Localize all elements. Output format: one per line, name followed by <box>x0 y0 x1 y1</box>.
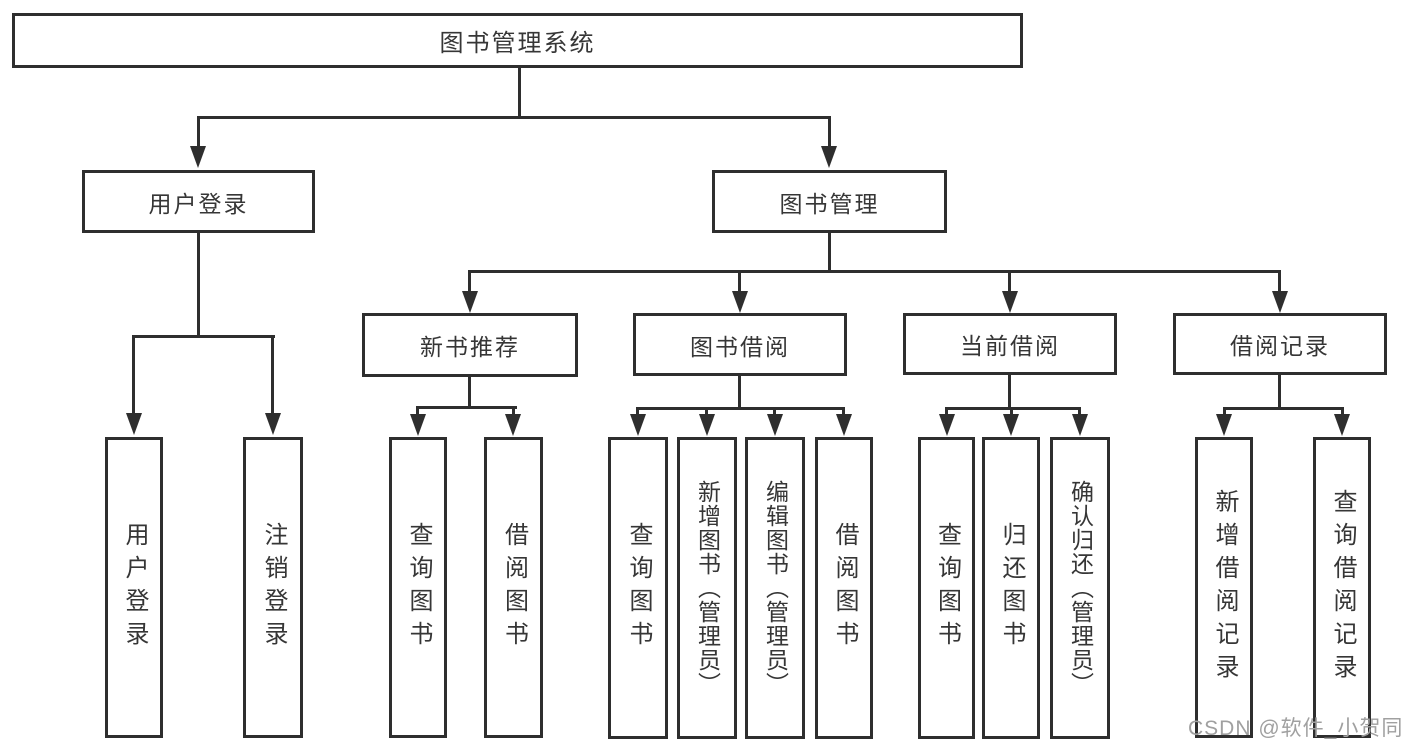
watermark: CSDN @软件_小贺同学 <box>1188 717 1404 740</box>
arrow-down-icon <box>190 146 206 168</box>
arrow-down-icon <box>630 414 646 436</box>
arrow-down-icon <box>939 414 955 436</box>
leaf-query-books-2: 查询图书 <box>608 437 668 739</box>
connector-line <box>468 270 471 293</box>
leaf-query-books-1: 查询图书 <box>389 437 447 738</box>
node-label: 查询图书 <box>625 522 652 654</box>
node-label: 借阅记录 <box>1230 333 1330 359</box>
node-book-management: 图书管理 <box>712 170 947 233</box>
connector-line <box>738 270 741 293</box>
node-current-borrow: 当前借阅 <box>903 313 1117 375</box>
connector-line <box>416 406 517 409</box>
arrow-down-icon <box>821 146 837 168</box>
connector-line <box>1008 270 1011 293</box>
arrow-down-icon <box>836 414 852 436</box>
arrow-down-icon <box>699 414 715 436</box>
arrow-down-icon <box>767 414 783 436</box>
connector-line <box>773 407 776 415</box>
node-label: 用户登录 <box>121 521 148 654</box>
leaf-edit-books-admin: 编辑图书（管理员） <box>745 437 805 739</box>
leaf-borrow-books-2: 借阅图书 <box>815 437 873 739</box>
node-label: 新书推荐 <box>420 334 520 360</box>
node-label: 图书管理系统 <box>439 30 596 57</box>
node-label: 确认归还（管理员） <box>1067 480 1094 696</box>
connector-line <box>1008 375 1011 410</box>
node-label: 借阅图书 <box>831 522 858 654</box>
connector-line <box>738 376 741 410</box>
connector-line <box>1278 270 1281 293</box>
node-label: 查询图书 <box>405 521 432 654</box>
connector-line <box>842 407 845 415</box>
arrow-down-icon <box>126 413 142 435</box>
connector-line <box>945 407 948 415</box>
arrow-down-icon <box>1216 414 1232 436</box>
connector-line <box>636 407 639 415</box>
arrow-down-icon <box>265 413 281 435</box>
arrow-down-icon <box>1272 291 1288 313</box>
node-label: 新增图书（管理员） <box>694 480 721 696</box>
connector-line <box>468 270 1281 273</box>
arrow-down-icon <box>1072 414 1088 436</box>
connector-line <box>1078 407 1081 415</box>
node-label: 当前借阅 <box>960 333 1060 359</box>
node-label: 借阅图书 <box>500 521 528 654</box>
node-borrow-records: 借阅记录 <box>1173 313 1387 375</box>
leaf-user-login: 用户登录 <box>105 437 163 738</box>
arrow-down-icon <box>462 291 478 313</box>
node-label: 用户登录 <box>148 190 249 217</box>
leaf-add-books-admin: 新增图书（管理员） <box>677 437 737 739</box>
connector-line <box>197 116 200 148</box>
node-book-borrow: 图书借阅 <box>633 313 847 376</box>
node-label: 图书管理 <box>779 190 880 217</box>
connector-line <box>945 407 1081 410</box>
node-label: 新增借阅记录 <box>1211 488 1238 687</box>
arrow-down-icon <box>1334 414 1350 436</box>
node-label: 查询图书 <box>933 522 961 654</box>
node-label: 查询借阅记录 <box>1329 488 1356 687</box>
leaf-query-borrow-record: 查询借阅记录 <box>1313 437 1371 738</box>
connector-line <box>197 233 200 337</box>
connector-line <box>271 335 274 413</box>
connector-line <box>132 335 135 413</box>
connector-line <box>512 406 515 415</box>
arrow-down-icon <box>1003 414 1019 436</box>
node-label: 注销登录 <box>260 521 287 654</box>
arrow-down-icon <box>732 291 748 313</box>
node-user-login: 用户登录 <box>82 170 315 233</box>
connector-line <box>132 335 275 338</box>
connector-line <box>416 406 419 415</box>
node-label: 图书借阅 <box>690 333 790 360</box>
leaf-query-books-3: 查询图书 <box>918 437 975 739</box>
arrow-down-icon <box>410 414 426 436</box>
arrow-down-icon <box>505 414 521 436</box>
arrow-down-icon <box>1002 291 1018 313</box>
connector-line <box>1341 407 1344 415</box>
node-root: 图书管理系统 <box>12 13 1023 68</box>
connector-line <box>1010 407 1013 415</box>
node-new-book-recommend: 新书推荐 <box>362 313 578 377</box>
leaf-borrow-books-1: 借阅图书 <box>484 437 543 738</box>
connector-line <box>1223 407 1344 410</box>
connector-line <box>1278 375 1281 410</box>
connector-line <box>636 407 845 410</box>
node-label: 编辑图书（管理员） <box>762 480 789 696</box>
leaf-add-borrow-record: 新增借阅记录 <box>1195 437 1253 738</box>
node-label: 归还图书 <box>998 522 1025 654</box>
connector-line <box>468 377 471 408</box>
connector-line <box>518 66 521 119</box>
connector-line <box>197 116 831 119</box>
leaf-confirm-return-admin: 确认归还（管理员） <box>1050 437 1110 739</box>
leaf-logout: 注销登录 <box>243 437 303 738</box>
connector-line <box>828 116 831 148</box>
leaf-return-books: 归还图书 <box>982 437 1040 739</box>
connector-line <box>828 233 831 273</box>
connector-line <box>705 407 708 415</box>
connector-line <box>1223 407 1226 415</box>
